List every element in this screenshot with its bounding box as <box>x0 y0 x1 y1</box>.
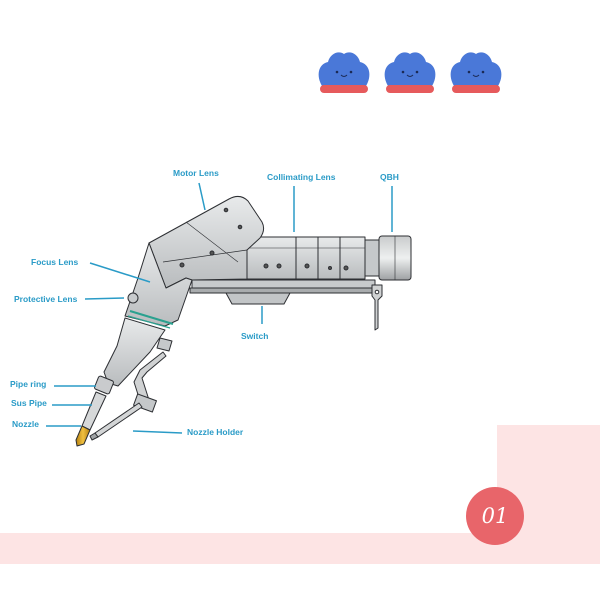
welding-gun <box>75 195 412 447</box>
focus-lens-body <box>124 242 193 327</box>
label-collimating-lens: Collimating Lens <box>267 172 336 182</box>
label-switch: Switch <box>241 331 269 341</box>
leader-nozzle-holder <box>132 430 183 434</box>
mascot-3 <box>450 52 502 93</box>
pipe-ring <box>94 375 114 395</box>
leader-focus-lens <box>89 262 151 283</box>
leader-protective-lens <box>84 297 125 300</box>
sus-pipe <box>81 391 107 431</box>
label-qbh: QBH <box>380 172 399 182</box>
label-pipe-ring: Pipe ring <box>10 379 47 389</box>
label-nozzle-holder: Nozzle Holder <box>187 427 244 437</box>
page-number-badge: 01 <box>466 487 524 545</box>
label-focus-lens: Focus Lens <box>31 257 79 267</box>
motor-lens-housing <box>148 195 265 289</box>
mascot-2 <box>384 52 436 93</box>
mascot-1 <box>318 52 370 93</box>
protective-lens-knob <box>127 292 139 304</box>
qbh-collar <box>364 239 380 277</box>
label-sus-pipe: Sus Pipe <box>11 398 47 408</box>
label-motor-lens: Motor Lens <box>173 168 219 178</box>
leader-lines <box>46 182 393 434</box>
label-nozzle: Nozzle <box>12 419 39 429</box>
page-number: 01 <box>481 504 509 528</box>
taper-cone <box>103 317 166 387</box>
label-protective-lens: Protective Lens <box>14 294 78 304</box>
switch-housing <box>225 292 291 305</box>
leader-motor-lens <box>198 182 206 211</box>
lower-rail-bottom <box>189 287 378 294</box>
nozzle-tip <box>75 425 91 447</box>
collimating-barrel <box>246 236 366 280</box>
lower-rail <box>191 279 376 289</box>
